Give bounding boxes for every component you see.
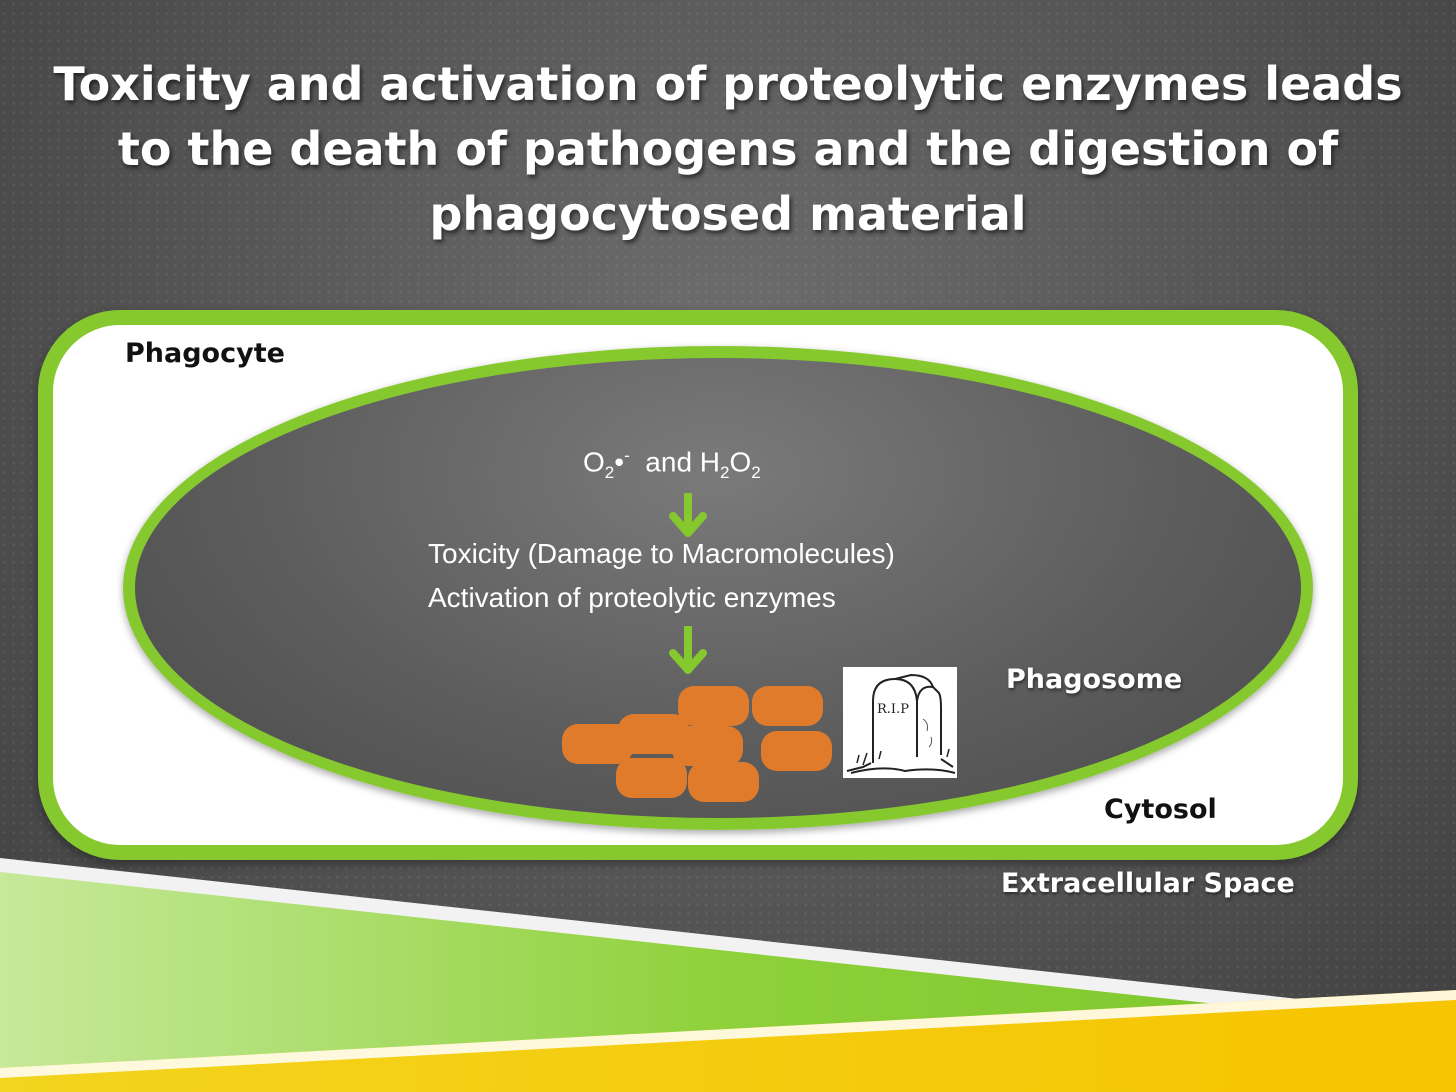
- dead-bacterium: [752, 686, 823, 726]
- down-arrow-icon: [669, 493, 707, 537]
- dead-bacterium: [688, 762, 759, 802]
- extracellular-label: Extracellular Space: [1001, 868, 1295, 899]
- dead-bacterium: [562, 724, 633, 764]
- superoxide-base: O: [583, 446, 605, 478]
- peroxide-h: H: [699, 446, 721, 478]
- phagosome-label: Phagosome: [1006, 664, 1183, 695]
- cytosol-label: Cytosol: [1104, 794, 1217, 825]
- tombstone-picture: R.I.P: [843, 667, 957, 778]
- dead-bacterium: [761, 731, 832, 771]
- peroxide-o: O: [729, 446, 752, 478]
- toxicity-text: Toxicity (Damage to Macromolecules): [428, 538, 895, 569]
- peroxide-o-subscript: 2: [751, 462, 761, 482]
- slide-title: Toxicity and activation of proteolytic e…: [53, 57, 1403, 241]
- superoxide-subscript: 2: [604, 462, 615, 482]
- radical-dot: •: [614, 446, 625, 478]
- dead-bacterium: [616, 758, 687, 798]
- reactive-oxygen-formula: O2•- and H2O2: [583, 446, 761, 483]
- superoxide-charge: -: [624, 446, 630, 465]
- activation-text: Activation of proteolytic enzymes: [428, 582, 836, 613]
- dead-bacterium: [672, 726, 743, 766]
- formula-conjunction: and: [645, 446, 693, 478]
- phagocyte-label: Phagocyte: [125, 338, 285, 369]
- dead-bacterium: [678, 686, 749, 726]
- peroxide-h-subscript: 2: [720, 462, 730, 482]
- down-arrow-icon: [669, 626, 707, 674]
- tombstone-inscription: R.I.P: [877, 702, 909, 717]
